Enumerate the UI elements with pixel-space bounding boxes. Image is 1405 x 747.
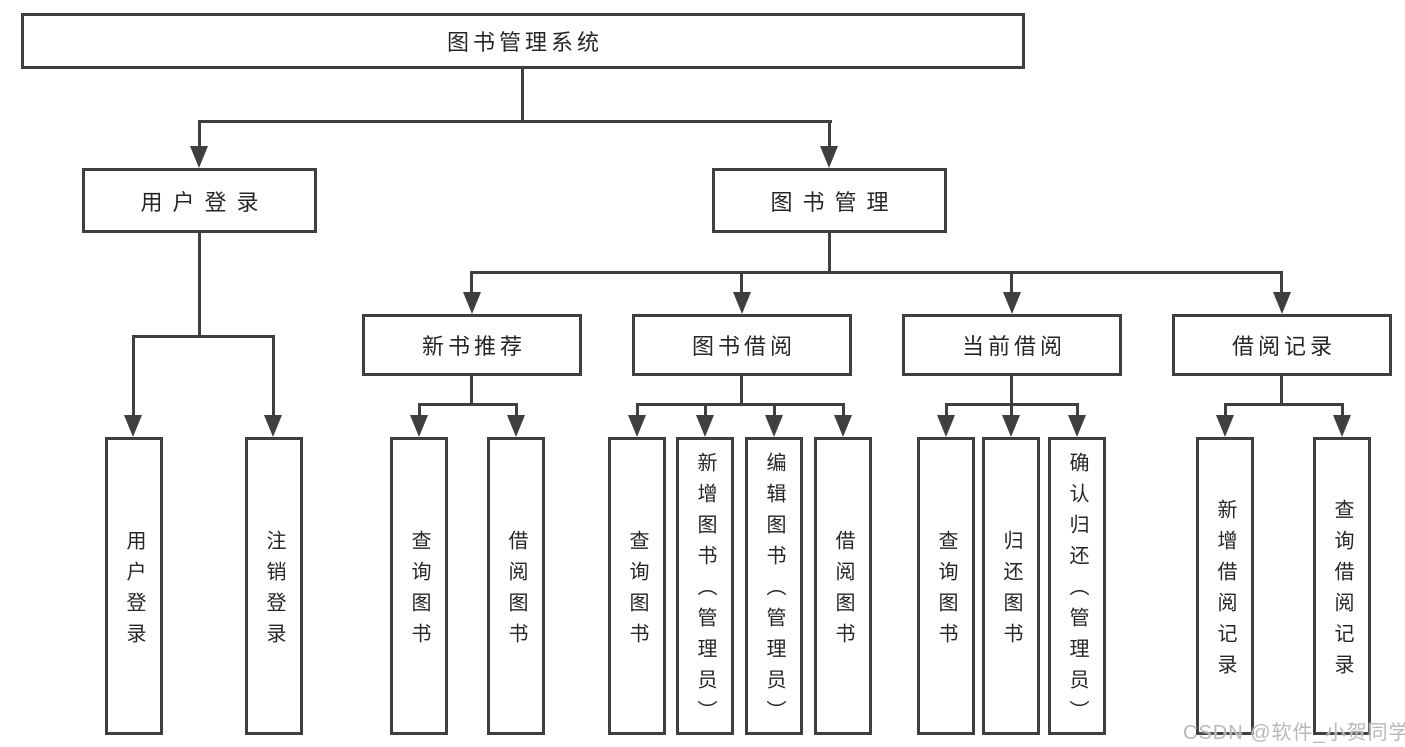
connector-stem <box>470 376 473 405</box>
connector-drop <box>1224 403 1227 415</box>
node-label: 图书管理 <box>770 189 899 215</box>
connector-stem <box>521 69 524 122</box>
connector-drop <box>636 403 639 415</box>
connector-branch <box>418 403 518 406</box>
node-label: 注销登录 <box>263 529 285 654</box>
node-label: 新书推荐 <box>421 334 526 359</box>
leaf-logout: 注销登录 <box>245 437 303 735</box>
node-label: 当前借阅 <box>961 334 1066 359</box>
arrowhead-down-icon <box>264 415 282 437</box>
leaf-add-book-admin: 新增图书（管理员） <box>676 437 734 735</box>
connector-branch <box>1224 403 1344 406</box>
arrowhead-down-icon <box>733 292 751 314</box>
connector-drop <box>418 403 421 415</box>
leaf-return-book: 归还图书 <box>982 437 1040 735</box>
connector-stem <box>1280 376 1283 405</box>
connector-stem <box>828 233 831 274</box>
connector-drop <box>1010 271 1013 292</box>
connector-drop <box>773 403 776 415</box>
csdn-watermark: CSDN @软件_小贺同学 <box>1183 722 1405 744</box>
connector-drop <box>272 335 275 415</box>
connector-drop <box>945 403 948 415</box>
connector-drop <box>1341 403 1344 415</box>
node-label: 新增图书（管理员） <box>694 452 716 731</box>
node-new-book-recommend: 新书推荐 <box>362 314 582 376</box>
node-label: 确认归还（管理员） <box>1066 452 1088 731</box>
leaf-add-borrow-record: 新增借阅记录 <box>1196 437 1254 735</box>
arrowhead-down-icon <box>1216 415 1234 437</box>
node-label: 借阅图书 <box>505 529 527 654</box>
connector-stem <box>1010 376 1013 405</box>
leaf-query-books-recommend: 查询图书 <box>390 437 448 735</box>
arrowhead-down-icon <box>410 415 428 437</box>
connector-drop <box>1076 403 1079 415</box>
node-system-root: 图书管理系统 <box>21 13 1025 69</box>
arrowhead-down-icon <box>834 415 852 437</box>
connector-drop <box>470 271 473 292</box>
arrowhead-down-icon <box>937 415 955 437</box>
node-label: 图书借阅 <box>691 334 796 359</box>
connector-drop <box>1010 403 1013 415</box>
arrowhead-down-icon <box>507 415 525 437</box>
node-label: 新增借阅记录 <box>1214 498 1236 685</box>
arrowhead-down-icon <box>1273 292 1291 314</box>
arrowhead-down-icon <box>190 146 208 168</box>
connector-drop <box>132 335 135 415</box>
arrowhead-down-icon <box>765 415 783 437</box>
arrowhead-down-icon <box>463 292 481 314</box>
node-label: 借阅记录 <box>1231 334 1336 359</box>
arrowhead-down-icon <box>820 146 838 168</box>
arrowhead-down-icon <box>696 415 714 437</box>
leaf-edit-book-admin: 编辑图书（管理员） <box>745 437 803 735</box>
arrowhead-down-icon <box>1333 415 1351 437</box>
connector-drop <box>1280 271 1283 292</box>
connector-drop <box>198 120 201 146</box>
connector-branch <box>198 120 832 123</box>
node-current-borrow: 当前借阅 <box>902 314 1122 376</box>
leaf-confirm-return-admin: 确认归还（管理员） <box>1048 437 1106 735</box>
leaf-query-books-current: 查询图书 <box>917 437 975 735</box>
node-label: 查询图书 <box>935 529 957 654</box>
connector-branch <box>636 403 845 406</box>
node-label: 查询借阅记录 <box>1331 498 1353 685</box>
node-label: 编辑图书（管理员） <box>763 452 785 731</box>
node-book-management: 图书管理 <box>712 168 947 233</box>
node-label: 用户登录 <box>140 189 269 215</box>
node-borrow-records: 借阅记录 <box>1172 314 1392 376</box>
node-book-borrow: 图书借阅 <box>632 314 852 376</box>
node-user-login: 用户登录 <box>82 168 317 233</box>
connector-drop <box>515 403 518 415</box>
node-label: 查询图书 <box>408 529 430 654</box>
leaf-query-books-borrow: 查询图书 <box>608 437 666 735</box>
connector-drop <box>828 120 831 146</box>
leaf-borrow-books: 借阅图书 <box>814 437 872 735</box>
arrowhead-down-icon <box>124 415 142 437</box>
connector-stem <box>740 376 743 405</box>
arrowhead-down-icon <box>1002 415 1020 437</box>
arrowhead-down-icon <box>1068 415 1086 437</box>
node-label: 借阅图书 <box>832 529 854 654</box>
connector-drop <box>740 271 743 292</box>
leaf-user-login: 用户登录 <box>105 437 163 735</box>
arrowhead-down-icon <box>1003 292 1021 314</box>
node-label: 用户登录 <box>123 529 145 654</box>
node-label: 图书管理系统 <box>446 30 603 55</box>
node-label: 查询图书 <box>626 529 648 654</box>
leaf-query-borrow-record: 查询借阅记录 <box>1313 437 1371 735</box>
connector-drop <box>842 403 845 415</box>
connector-drop <box>704 403 707 415</box>
arrowhead-down-icon <box>628 415 646 437</box>
connector-branch <box>470 271 1283 274</box>
connector-branch <box>132 335 275 338</box>
connector-stem <box>198 233 201 337</box>
leaf-borrow-books-recommend: 借阅图书 <box>487 437 545 735</box>
node-label: 归还图书 <box>1000 529 1022 654</box>
